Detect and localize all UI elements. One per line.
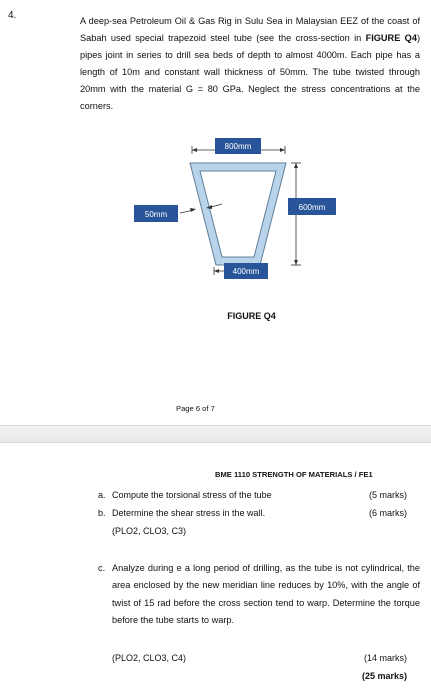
page-number: Page 6 of 7: [176, 404, 215, 413]
intro-text-2: ) pipes joint in series to drill sea bed…: [80, 32, 420, 111]
dim-label-box-bottom: [224, 263, 268, 279]
dim-arrow-bottom-left: [214, 269, 219, 273]
page-separator: [0, 425, 431, 443]
trapezoid-cross-section-figure: 800mm 600mm 50mm 400mm: [134, 138, 336, 279]
part-a-label: a.: [98, 490, 106, 500]
part-a-marks: (5 marks): [369, 490, 407, 500]
course-header: BME 1110 STRENGTH OF MATERIALS / FE1: [215, 470, 373, 479]
dim-arrow-top-left: [192, 148, 197, 152]
dim-label-left: 50mm: [145, 210, 168, 219]
total-marks: (25 marks): [361, 671, 407, 681]
dim-label-box-right: [288, 198, 336, 215]
dim-label-top: 800mm: [225, 142, 252, 151]
thickness-arrow-head-left: [190, 208, 196, 212]
part-c-marks: (14 marks): [363, 653, 407, 663]
part-b-text: Determine the shear stress in the wall.: [112, 508, 266, 518]
part-b-marks: (6 marks): [369, 508, 407, 518]
figure-reference: FIGURE Q4: [365, 32, 417, 43]
dim-arrow-top-right: [280, 148, 285, 152]
plo-ab: (PLO2, CLO3, C3): [112, 526, 187, 536]
part-b-label: b.: [98, 508, 106, 518]
question-number: 4.: [8, 10, 17, 21]
figure-caption: FIGURE Q4: [227, 311, 276, 321]
dim-label-bottom: 400mm: [233, 267, 260, 276]
dim-label-box-top: [215, 138, 261, 154]
tube-section: [189, 162, 287, 266]
part-c-text: Analyze during e a long period of drilli…: [112, 563, 420, 626]
intro-text-1: A deep-sea Petroleum Oil & Gas Rig in Su…: [80, 16, 420, 43]
question-intro: A deep-sea Petroleum Oil & Gas Rig in Su…: [80, 13, 420, 114]
part-a-text: Compute the torsional stress of the tube: [112, 490, 272, 500]
plo-c: (PLO2, CLO3, C4): [112, 653, 187, 663]
dim-label-right: 600mm: [299, 203, 326, 212]
dim-arrow-right-top: [294, 163, 298, 168]
part-c-label: c.: [98, 563, 106, 573]
dim-label-box-left: [134, 205, 178, 222]
part-c: c. Analyze during e a long period of dri…: [98, 560, 420, 630]
thickness-arrow-head-right: [206, 205, 212, 209]
dim-arrow-right-bottom: [294, 260, 298, 265]
